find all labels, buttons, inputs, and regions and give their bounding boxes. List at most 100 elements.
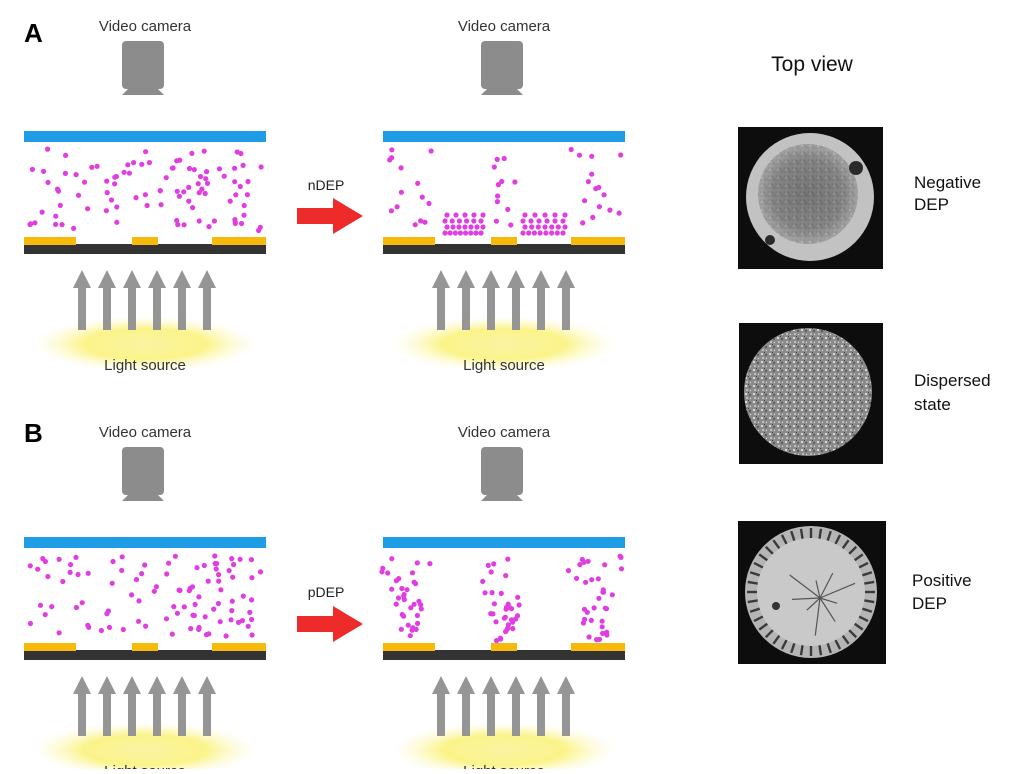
- particle: [151, 588, 157, 594]
- particle: [505, 601, 511, 607]
- particle: [63, 152, 69, 158]
- particle: [188, 626, 194, 632]
- micrograph-positive-inner: [757, 538, 865, 646]
- particle: [216, 166, 223, 172]
- video-camera-icon: [481, 41, 523, 89]
- particle: [106, 624, 113, 631]
- edge-chain: [758, 553, 769, 562]
- center-chain: [819, 582, 856, 599]
- top-view-positive-label-line2: DEP: [912, 594, 947, 613]
- particle: [456, 224, 462, 230]
- edge-chain: [826, 642, 832, 654]
- particle: [456, 218, 462, 224]
- particle: [42, 612, 48, 618]
- light-glow: [392, 722, 616, 774]
- camera-label: Video camera: [99, 18, 192, 35]
- edge-chain: [861, 571, 873, 577]
- particle: [493, 619, 499, 625]
- particle: [589, 577, 595, 583]
- edge-chain: [834, 639, 842, 650]
- micrograph-negative-spot: [765, 235, 775, 245]
- particle: [176, 193, 182, 199]
- particle: [594, 637, 600, 643]
- particle: [172, 553, 178, 559]
- particle: [409, 570, 416, 576]
- particle: [153, 584, 159, 590]
- particle: [53, 221, 59, 227]
- particle: [86, 624, 92, 630]
- particle: [75, 192, 82, 198]
- particle: [175, 222, 181, 228]
- particle: [565, 568, 572, 574]
- center-chain: [819, 597, 836, 622]
- light-arrow-icon: [123, 676, 141, 736]
- particle: [249, 632, 255, 638]
- particle: [226, 568, 232, 574]
- particle: [536, 218, 542, 224]
- particle: [120, 626, 126, 633]
- video-camera-icon: [122, 41, 164, 89]
- center-chain: [814, 597, 821, 636]
- particle: [463, 230, 469, 236]
- particle: [543, 230, 549, 236]
- top-view-negative-label-line2: DEP: [914, 195, 949, 214]
- light-arrow-icon: [557, 270, 575, 330]
- particle: [414, 560, 420, 566]
- particle: [380, 565, 386, 571]
- particle: [478, 230, 484, 236]
- particle: [485, 562, 491, 569]
- particle: [133, 576, 140, 583]
- particle: [498, 590, 504, 597]
- particle: [202, 190, 208, 197]
- particle: [505, 206, 511, 212]
- particle: [588, 617, 594, 624]
- particle: [618, 566, 625, 572]
- particle: [241, 202, 247, 209]
- particle: [98, 627, 104, 634]
- particle: [166, 560, 172, 566]
- particle: [447, 230, 453, 236]
- light-glow: [33, 316, 257, 372]
- particle: [28, 221, 34, 227]
- edge-chain: [749, 571, 761, 577]
- particle: [56, 630, 62, 636]
- particle: [205, 578, 211, 584]
- light-arrow-icon: [173, 270, 191, 330]
- particle: [158, 202, 164, 208]
- particle: [418, 218, 424, 224]
- particle: [227, 198, 233, 204]
- particle: [427, 561, 433, 567]
- particle: [146, 160, 152, 166]
- particle: [513, 616, 519, 622]
- particle: [42, 558, 49, 565]
- particle: [170, 165, 176, 171]
- particle: [537, 230, 543, 236]
- particle: [404, 587, 410, 593]
- edge-chain: [834, 534, 842, 545]
- particle: [229, 598, 235, 604]
- camera-label: Video camera: [99, 424, 192, 441]
- particle: [29, 166, 35, 172]
- particle: [233, 192, 239, 198]
- particle: [202, 614, 208, 620]
- particle: [257, 569, 264, 575]
- particle: [396, 576, 402, 582]
- particle: [245, 623, 251, 629]
- particle: [480, 212, 486, 218]
- particle: [408, 605, 414, 611]
- light-glow: [33, 722, 257, 774]
- particle: [68, 562, 74, 568]
- particle: [444, 212, 450, 218]
- particle: [131, 160, 137, 166]
- particle: [590, 214, 596, 220]
- particle: [191, 167, 197, 173]
- particle: [389, 586, 395, 592]
- top-view: Top view Negative DEP Dispersed state Po…: [738, 53, 991, 664]
- center-chain: [792, 597, 821, 600]
- camera-label: Video camera: [458, 424, 551, 441]
- particle: [112, 181, 118, 187]
- camera-lens-icon: [481, 89, 523, 95]
